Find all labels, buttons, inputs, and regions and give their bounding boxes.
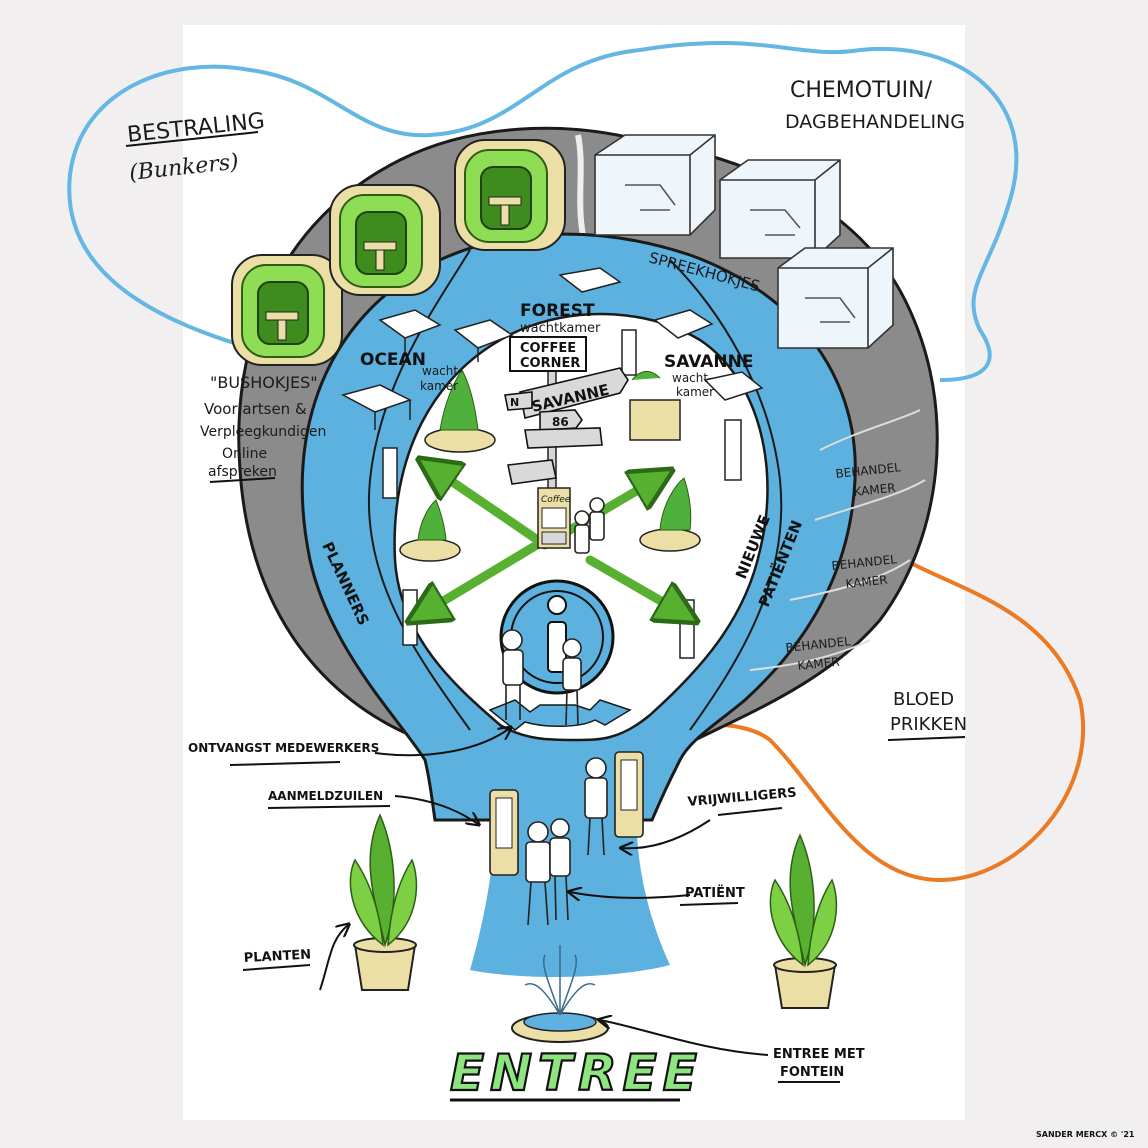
- corridor-line-left: [367, 249, 471, 731]
- behandel-1-line2: KAMER: [853, 481, 896, 499]
- sign-blank: [507, 459, 557, 485]
- prikken-label: PRIKKEN: [890, 714, 967, 735]
- forest-sub: wachtkamer: [520, 321, 601, 336]
- bushokjes-title: "BUSHOKJES": [210, 373, 318, 392]
- ocean-sub2: kamer: [420, 379, 458, 393]
- bushokjes-line4: afspreken: [208, 464, 277, 480]
- behandel-3-line2: KAMER: [797, 655, 840, 673]
- behandelkamer-divider: [814, 479, 926, 521]
- potted-plant-left: [349, 813, 418, 991]
- bushokjes-line2: Verpleegkundigen: [200, 424, 326, 440]
- dagbehandeling-label: DAGBEHANDELING: [785, 111, 965, 133]
- reception-staff: [501, 629, 524, 720]
- door: [621, 329, 637, 376]
- callout-arrows: [319, 728, 769, 1056]
- door: [382, 447, 398, 499]
- bloed-label: BLOED: [893, 689, 954, 710]
- ocean-label: OCEAN: [360, 350, 426, 370]
- corridor-line-right: [669, 259, 783, 731]
- planten-label: PLANTEN: [243, 947, 311, 966]
- chemotuin-label: CHEMOTUIN/: [790, 78, 933, 103]
- potted-plant-right: [769, 833, 838, 1009]
- sign-86: [539, 409, 583, 431]
- sign-left-stub-text: N: [510, 396, 519, 409]
- patient-companion: [549, 818, 571, 921]
- bushokje-pod: [454, 139, 566, 251]
- behandel-1-line1: BEHANDEL: [835, 460, 902, 481]
- volunteer: [584, 757, 608, 856]
- fountain: [511, 945, 609, 1043]
- bushokje-pods: [231, 139, 566, 366]
- entree-met-label: ENTREE MET: [773, 1047, 865, 1062]
- waiting-benches: [340, 267, 764, 430]
- reception-staff: [562, 638, 582, 726]
- behandelkamer-divider: [749, 639, 871, 671]
- sign-left-stub: [504, 391, 533, 411]
- bushokjes-line3: Online: [222, 446, 267, 462]
- coffee-machine-text: Coffee: [541, 495, 571, 505]
- fontein-label: FONTEIN: [780, 1065, 844, 1080]
- glass-cube: [777, 247, 894, 349]
- forest-label: FOREST: [520, 301, 595, 321]
- behandel-3-line1: BEHANDEL: [785, 634, 852, 655]
- sign-86-text: 86: [552, 415, 569, 429]
- coffee-corner-line1: COFFEE: [520, 341, 576, 356]
- ocean-sub1: wacht-: [422, 364, 462, 378]
- coffee-corner-line2: CORNER: [520, 356, 580, 371]
- visitor: [589, 497, 605, 541]
- bushokjes-line1: Voor artsen &: [204, 400, 307, 418]
- artist-signature: SANDER MERCX © '21: [1036, 1130, 1135, 1139]
- savanne-sign: [519, 367, 629, 419]
- behandel-2-line2: KAMER: [845, 573, 888, 591]
- behandelkamer-divider: [789, 559, 911, 601]
- savanne-sub1: wacht-: [672, 371, 712, 385]
- bloedprikken-bubble: [719, 558, 1086, 883]
- ontvangst-label: ONTVANGST MEDEWERKERS: [188, 741, 379, 755]
- patient: [525, 821, 551, 926]
- visitor: [574, 510, 590, 554]
- sign-blank: [524, 427, 603, 449]
- aanmeldzuilen-label: AANMELDZUILEN: [268, 789, 383, 803]
- reception-arrows: [488, 699, 632, 731]
- hall-planters: [399, 369, 701, 562]
- coffee-machine: [537, 487, 571, 549]
- behandelkamer-labels: BEHANDEL KAMER BEHANDEL KAMER BEHANDEL K…: [785, 460, 902, 673]
- savanne-sub2: kamer: [676, 385, 714, 399]
- glass-cubes: [594, 134, 894, 349]
- ring-divider: [575, 134, 588, 246]
- glass-cube: [594, 134, 716, 236]
- patient-label: PATIËNT: [685, 885, 745, 901]
- bushokje-pod: [231, 254, 343, 366]
- people: [501, 497, 608, 926]
- behandelkamer-divider: [819, 409, 921, 451]
- glass-cube: [719, 159, 841, 259]
- door: [402, 589, 418, 646]
- bestraling-bubble: [67, 40, 1019, 382]
- door: [724, 419, 742, 481]
- coffee-corner-sign: [509, 336, 587, 372]
- kiosks: [489, 751, 644, 876]
- entrance-title: ENTREE: [450, 1044, 703, 1102]
- behandel-2-line1: BEHANDEL: [831, 552, 898, 573]
- savanne-label: SAVANNE: [664, 352, 753, 372]
- bushokje-pod: [329, 184, 441, 296]
